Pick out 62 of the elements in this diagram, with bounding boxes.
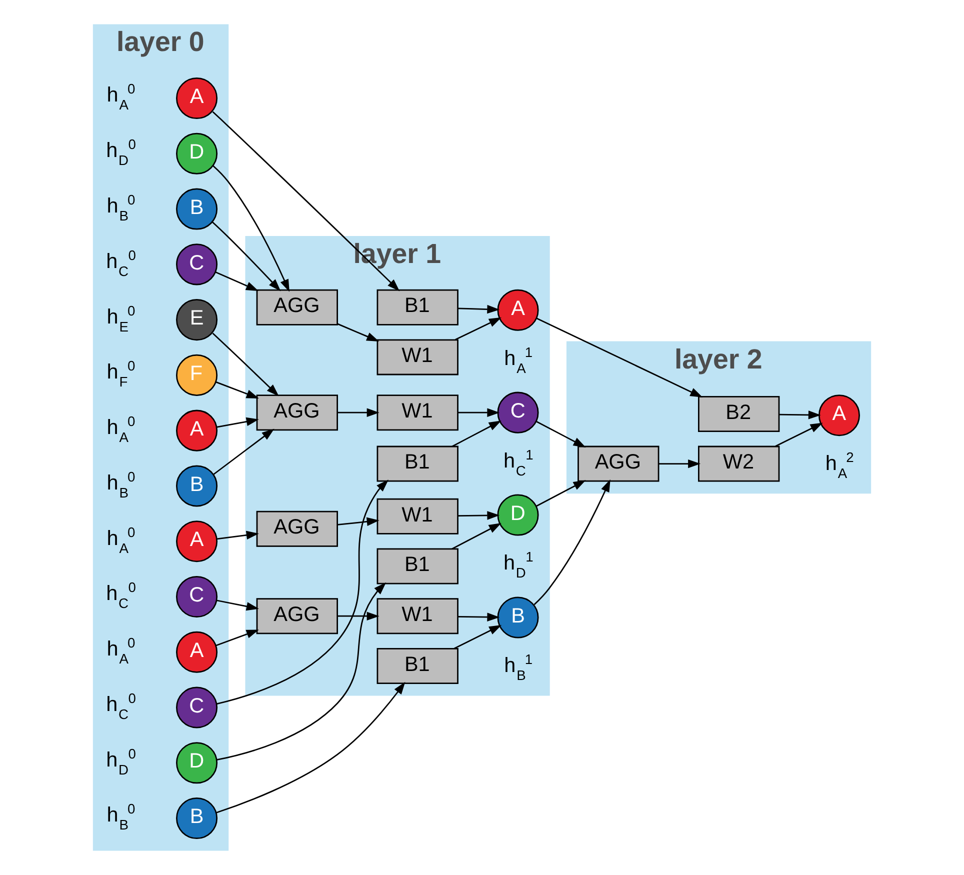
arrow bbox=[216, 417, 259, 428]
node-box: B1 bbox=[376, 446, 458, 482]
node-box: AGG bbox=[256, 394, 338, 431]
node-circle: D bbox=[176, 132, 218, 174]
arrow bbox=[216, 480, 389, 705]
arrow bbox=[338, 408, 380, 417]
arrow bbox=[536, 480, 586, 507]
node-box: B1 bbox=[376, 289, 458, 326]
node-circle: C bbox=[176, 576, 218, 618]
node-circle: A bbox=[176, 410, 218, 452]
node-circle: B bbox=[176, 188, 218, 230]
arrow bbox=[452, 420, 502, 448]
arrow bbox=[534, 479, 610, 606]
node-circle: A bbox=[176, 78, 218, 120]
arrow bbox=[775, 422, 823, 447]
arrow bbox=[338, 612, 380, 620]
node-box: W1 bbox=[376, 598, 458, 634]
arrow bbox=[213, 428, 274, 476]
arrow bbox=[458, 612, 500, 622]
arrow bbox=[216, 582, 386, 761]
node-box: B1 bbox=[376, 548, 458, 584]
arrow bbox=[536, 420, 586, 448]
arrow bbox=[452, 523, 502, 550]
arrow bbox=[212, 332, 279, 396]
node-box: AGG bbox=[256, 510, 338, 547]
arrow bbox=[216, 530, 259, 540]
arrow bbox=[337, 323, 380, 342]
arrow bbox=[454, 624, 502, 650]
node-circle: C bbox=[176, 686, 218, 728]
node-circle: A bbox=[176, 520, 218, 562]
node-box: W2 bbox=[698, 446, 780, 482]
node-circle: D bbox=[497, 494, 539, 536]
node-box: W1 bbox=[376, 339, 458, 376]
arrow bbox=[216, 600, 259, 611]
node-box: AGG bbox=[256, 598, 338, 634]
node-circle: A bbox=[818, 394, 860, 436]
arrow bbox=[338, 517, 380, 526]
arrow bbox=[458, 408, 500, 417]
node-circle: B bbox=[176, 798, 218, 840]
arrow bbox=[458, 511, 500, 520]
node-circle: D bbox=[176, 742, 218, 784]
node-box: W1 bbox=[376, 498, 458, 534]
arrow bbox=[212, 165, 290, 292]
arrow bbox=[212, 221, 281, 292]
arrow bbox=[455, 317, 502, 340]
node-box: B2 bbox=[698, 396, 780, 432]
node-box: B1 bbox=[376, 648, 458, 684]
arrow bbox=[658, 459, 701, 468]
node-circle: C bbox=[497, 392, 539, 434]
arrow bbox=[458, 304, 500, 314]
node-circle: C bbox=[176, 244, 218, 286]
node-circle: E bbox=[176, 299, 218, 341]
node-circle: B bbox=[497, 596, 539, 638]
node-box: AGG bbox=[578, 446, 660, 482]
node-circle: F bbox=[176, 354, 218, 396]
node-box: W1 bbox=[376, 394, 458, 431]
node-box: AGG bbox=[256, 289, 338, 326]
arrow bbox=[779, 410, 821, 420]
node-circle: B bbox=[176, 465, 218, 507]
node-circle: A bbox=[176, 631, 218, 673]
arrow bbox=[212, 111, 400, 292]
node-circle: A bbox=[497, 289, 539, 331]
